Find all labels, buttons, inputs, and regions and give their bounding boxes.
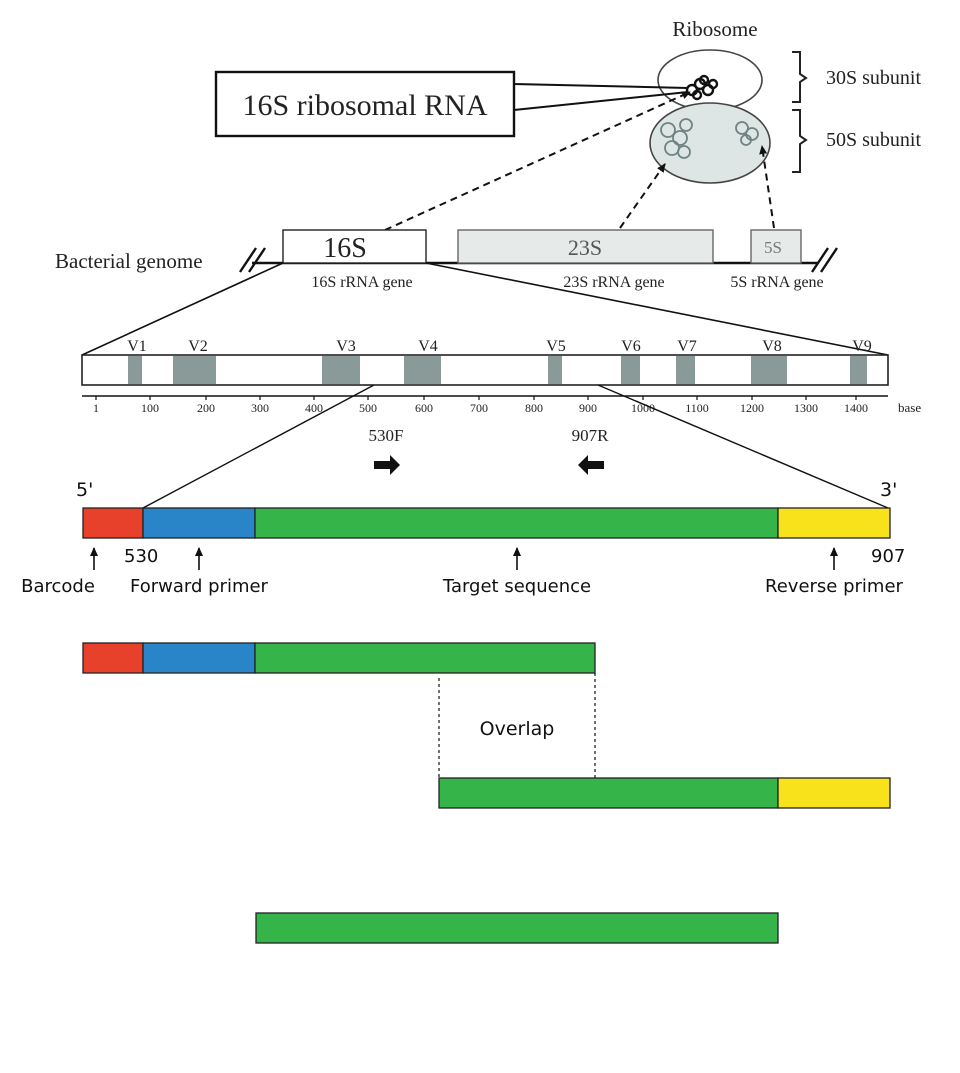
subunit-30s-label: 30S subunit [826,67,921,89]
amplicon-start-position: 530 [124,546,158,567]
axis-tick-label: 600 [415,401,433,415]
axis-tick-label: 1100 [685,401,709,415]
variable-region-label: V2 [188,338,208,355]
gene-box-16s [282,229,427,264]
variable-region-v2 [173,356,216,384]
gene-caption-5s: 5S rRNA gene [730,274,823,291]
read1-barcode-segment [82,642,144,674]
expansion-line-right [425,262,889,356]
axis-tick-label: 1200 [740,401,764,415]
variable-region-v9 [850,356,867,384]
variable-region-v1 [128,356,142,384]
axis-tick-label: 700 [470,401,488,415]
genome-break-right [811,247,838,273]
amplicon-zoom-line-left [142,384,375,509]
variable-region-label: V7 [677,338,697,355]
axis-tick-label: 1000 [631,401,655,415]
three-prime-label: 3' [880,479,897,501]
base-axis-unit: base [898,400,921,415]
amplicon-barcode-segment [82,507,144,539]
variable-regions: V1 V2 V3 V4 V5 V6 V7 V8 V9 [127,338,872,384]
callout-pointer-lower [513,91,689,111]
amplicon-zoom-line-right [597,384,889,509]
rrna-callout-label: 16S ribosomal RNA [242,89,487,122]
gene-box-16s-label: 16S [323,233,367,264]
target-sequence-label: Target sequence [442,576,591,597]
arrow-16s-to-30s [384,91,691,231]
gene-box-23s-label: 23S [568,235,602,260]
primer-907r-label: 907R [572,426,610,445]
forward-primer-label: Forward primer [130,576,269,597]
axis-tick-label: 1300 [794,401,818,415]
five-prime-label: 5' [76,479,93,501]
gene-box-5s-label: 5S [764,238,782,257]
variable-region-label: V6 [621,338,641,355]
reverse-primer-label: Reverse primer [765,576,904,597]
rrna-coil-large-icon [660,118,759,159]
axis-tick-label: 300 [251,401,269,415]
variable-region-v3 [322,356,360,384]
read2-reverse-segment [777,777,891,809]
amplicon-end-position: 907 [871,546,905,567]
variable-region-label: V3 [336,338,356,355]
rrna-coil-icon [685,74,719,101]
brace-50s [792,109,808,173]
amplicon-forward-segment [142,507,256,539]
primer-530f-label: 530F [369,426,404,445]
axis-tick-label: 100 [141,401,159,415]
genome-label: Bacterial genome [55,249,203,273]
read2-target-segment [438,777,779,809]
amplicon-target-segment [254,507,779,539]
variable-region-v4 [404,356,441,384]
arrow-5s-to-50s [759,145,775,229]
axis-tick-label: 200 [197,401,215,415]
axis-tick-label: 400 [305,401,323,415]
ribosome-title: Ribosome [672,17,757,41]
subunit-50s-label: 50S subunit [826,129,921,151]
gene-box-23s [457,229,714,264]
reverse-read [438,777,891,809]
barcode-label: Barcode [21,576,95,597]
gene-caption-23s: 23S rRNA gene [563,274,664,291]
read1-target-segment [254,642,596,674]
variable-region-v5 [548,356,562,384]
genome-break-left [239,247,266,273]
axis-tick-label: 800 [525,401,543,415]
variable-region-label: V1 [127,338,147,355]
amplicon-bar [82,507,891,539]
reverse-arrow-icon [578,455,604,475]
callout-pointer-upper [513,72,689,89]
axis-tick-label: 1400 [844,401,868,415]
forward-arrow-icon [374,455,400,475]
merged-target-segment [255,912,779,944]
variable-region-label: V9 [852,338,872,355]
rrna-callout-box [214,70,516,138]
read1-forward-segment [142,642,256,674]
overlap-label: Overlap [480,718,555,740]
merged-target-read [255,912,779,944]
expansion-line-left [81,262,284,356]
gene-box-5s [750,229,802,264]
forward-read [82,642,596,674]
brace-30s [792,51,808,103]
variable-region-label: V5 [546,338,566,355]
arrow-23s-to-50s [619,163,666,229]
axis-tick-label: 900 [579,401,597,415]
variable-region-v8 [751,356,787,384]
variable-region-v7 [676,356,695,384]
gene-caption-16s: 16S rRNA gene [311,274,412,291]
variable-region-label: V4 [418,338,438,355]
variable-region-v6 [621,356,640,384]
variable-region-label: V8 [762,338,782,355]
amplicon-reverse-segment [777,507,891,539]
axis-tick-label: 500 [359,401,377,415]
axis-tick-label: 1 [93,401,99,415]
